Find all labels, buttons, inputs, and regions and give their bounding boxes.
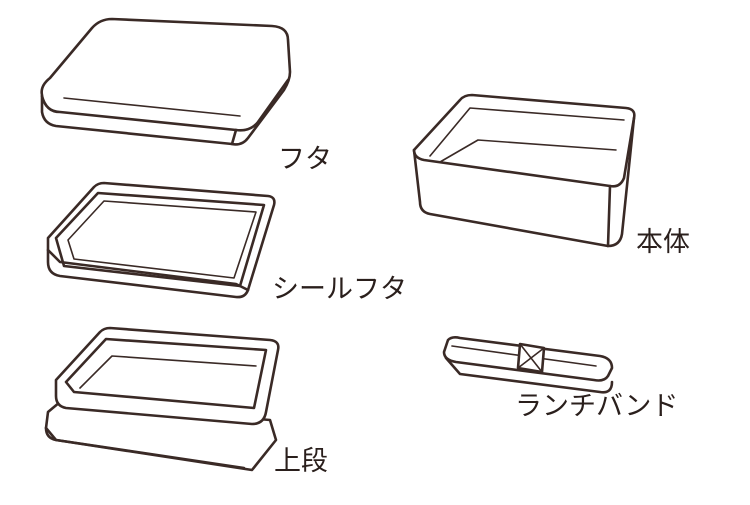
lid-illustration — [40, 17, 292, 146]
seal-lid-illustration — [46, 181, 276, 299]
seal-lid-label: シールフタ — [272, 274, 407, 305]
body-illustration — [412, 93, 636, 248]
lunch-band-label: ランチバンド — [515, 391, 679, 422]
lid-label: フタ — [278, 144, 332, 175]
lunch-band-illustration — [442, 336, 614, 394]
upper-tier-illustration — [44, 326, 280, 472]
body-label: 本体 — [636, 227, 690, 258]
upper-tier-label: 上段 — [274, 446, 328, 477]
